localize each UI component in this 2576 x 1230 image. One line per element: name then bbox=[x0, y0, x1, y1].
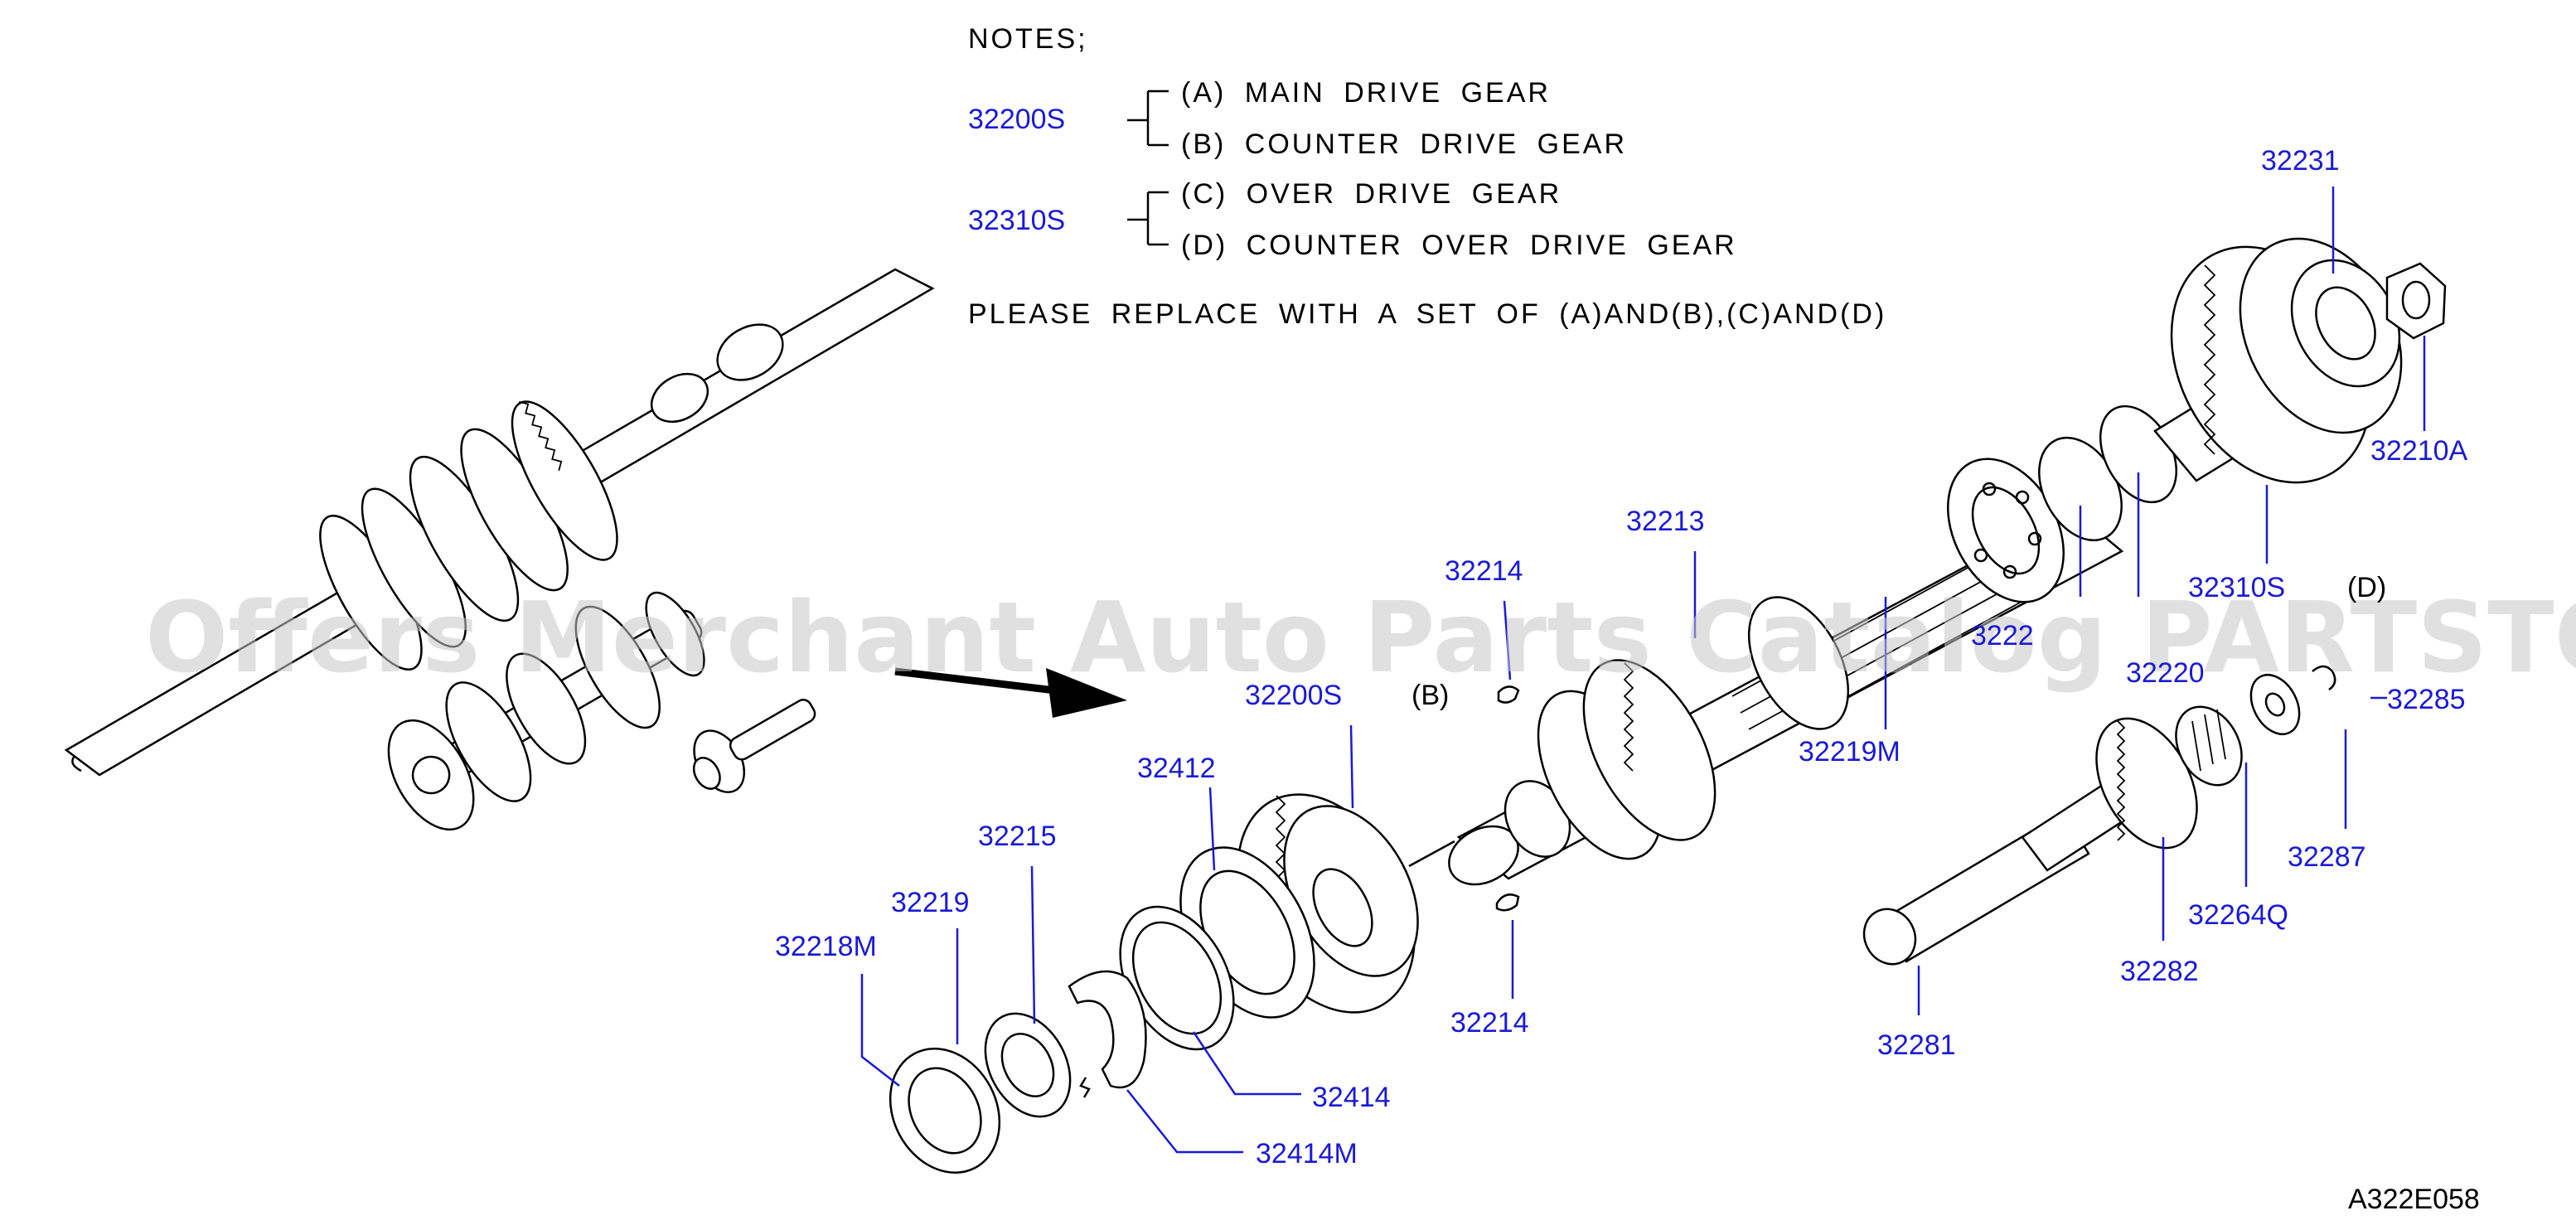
figure-code: A322E058 bbox=[2348, 1184, 2480, 1215]
part-label-32281[interactable]: 32281 bbox=[1877, 1029, 1956, 1061]
upper-main-shaft bbox=[1448, 404, 2178, 886]
marker-d: (D) bbox=[2347, 572, 2386, 603]
part-label-32282[interactable]: 32282 bbox=[2120, 956, 2199, 987]
woodruff-keys bbox=[1495, 685, 1520, 912]
part-label-32210a[interactable]: 32210A bbox=[2370, 435, 2468, 467]
direction-arrow bbox=[894, 667, 1127, 718]
part-label-32214-top[interactable]: 32214 bbox=[1445, 555, 1523, 587]
part-label-32218m[interactable]: 32218M bbox=[775, 931, 877, 962]
part-label-32219[interactable]: 32219 bbox=[891, 887, 970, 918]
part-label-32231[interactable]: 32231 bbox=[2261, 145, 2340, 177]
note-main-drive-gear: (A) MAIN DRIVE GEAR bbox=[1181, 77, 1551, 109]
part-label-32200s[interactable]: 32200S bbox=[1245, 680, 1342, 711]
part-labels: 32231 32210A 32213 32214 32310S (D) 3222… bbox=[775, 145, 2468, 1169]
notes-heading: NOTES; bbox=[968, 23, 1088, 55]
note-over-drive-gear: (C) OVER DRIVE GEAR bbox=[1181, 178, 1562, 210]
part-label-32264q[interactable]: 32264Q bbox=[2188, 899, 2288, 931]
part-label-32213[interactable]: 32213 bbox=[1626, 506, 1705, 537]
part-label-32412[interactable]: 32412 bbox=[1137, 753, 1216, 784]
notes-block: NOTES; 32200S (A) MAIN DRIVE GEAR (B) CO… bbox=[968, 23, 1886, 330]
part-label-32287[interactable]: 32287 bbox=[2288, 841, 2366, 873]
part-label-32214-bottom[interactable]: 32214 bbox=[1450, 1007, 1529, 1039]
counter-shaft-lower bbox=[1862, 665, 2336, 966]
part-label-32285[interactable]: 32285 bbox=[2387, 684, 2466, 715]
overdrive-gear-assembly bbox=[2153, 237, 2447, 484]
note-part-32310s[interactable]: 32310S bbox=[968, 205, 1065, 236]
part-label-32220[interactable]: 32220 bbox=[2126, 657, 2205, 689]
note-replace-instruction: PLEASE REPLACE WITH A SET OF (A)AND(B),(… bbox=[968, 298, 1886, 330]
part-label-32310s[interactable]: 32310S bbox=[2188, 572, 2285, 603]
leader-lines bbox=[860, 90, 2426, 1154]
part-label-32215[interactable]: 32215 bbox=[978, 821, 1057, 852]
synchro-components bbox=[889, 846, 1315, 1174]
overview-assembly bbox=[64, 268, 935, 831]
note-part-32200s[interactable]: 32200S bbox=[968, 104, 1065, 135]
watermark-text: Offers Merchant Auto Parts Catalog PARTS… bbox=[145, 580, 2576, 695]
part-label-32414[interactable]: 32414 bbox=[1312, 1082, 1391, 1113]
part-label-32414m[interactable]: 32414M bbox=[1256, 1138, 1358, 1169]
marker-b: (B) bbox=[1411, 680, 1449, 711]
part-label-3222x[interactable]: 3222 bbox=[1971, 620, 2034, 651]
note-counter-over-drive-gear: (D) COUNTER OVER DRIVE GEAR bbox=[1181, 230, 1737, 261]
note-counter-drive-gear: (B) COUNTER DRIVE GEAR bbox=[1181, 128, 1627, 160]
part-label-32219m[interactable]: 32219M bbox=[1799, 736, 1901, 768]
